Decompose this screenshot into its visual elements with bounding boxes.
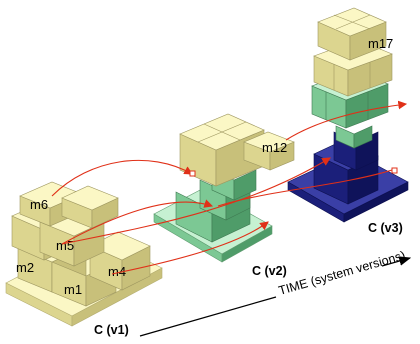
arrow-m4-to-v2 (111, 221, 269, 275)
arrow-endpoint (189, 170, 196, 177)
module-block (89, 231, 151, 291)
arrow-m6-to-v2 (51, 159, 193, 197)
evolution-arrows (51, 100, 408, 275)
system-version-v1: m6 m5 m2 m1 m4 C (v1) (5, 181, 163, 337)
arrow-v2-to-v3 (217, 169, 393, 207)
system-version-v3: m17 C (v3) (287, 7, 409, 235)
module-label-m6: m6 (30, 197, 48, 212)
module-label-m4: m4 (108, 264, 126, 279)
arrow-m12-to-v3 (285, 100, 408, 141)
module-block (61, 185, 119, 229)
system-version-v2: m12 C (v2) (153, 113, 295, 278)
module-label-m17: m17 (368, 36, 393, 51)
arrow-m5-to-v3 (61, 157, 331, 245)
arrow-m5-to-v2 (61, 199, 214, 245)
version-label-v3: C (v3) (368, 221, 403, 235)
module-label-m12: m12 (262, 140, 287, 155)
version-label-v1: C (v1) (94, 323, 129, 337)
version-label-v2: C (v2) (252, 264, 287, 278)
time-axis: TIME (system versions) (139, 248, 412, 337)
module-label-m5: m5 (56, 238, 74, 253)
module-label-m1: m1 (64, 282, 82, 297)
module-label-m2: m2 (16, 260, 34, 275)
time-axis-label: TIME (system versions) (277, 248, 407, 298)
arrow-endpoint (391, 167, 398, 174)
